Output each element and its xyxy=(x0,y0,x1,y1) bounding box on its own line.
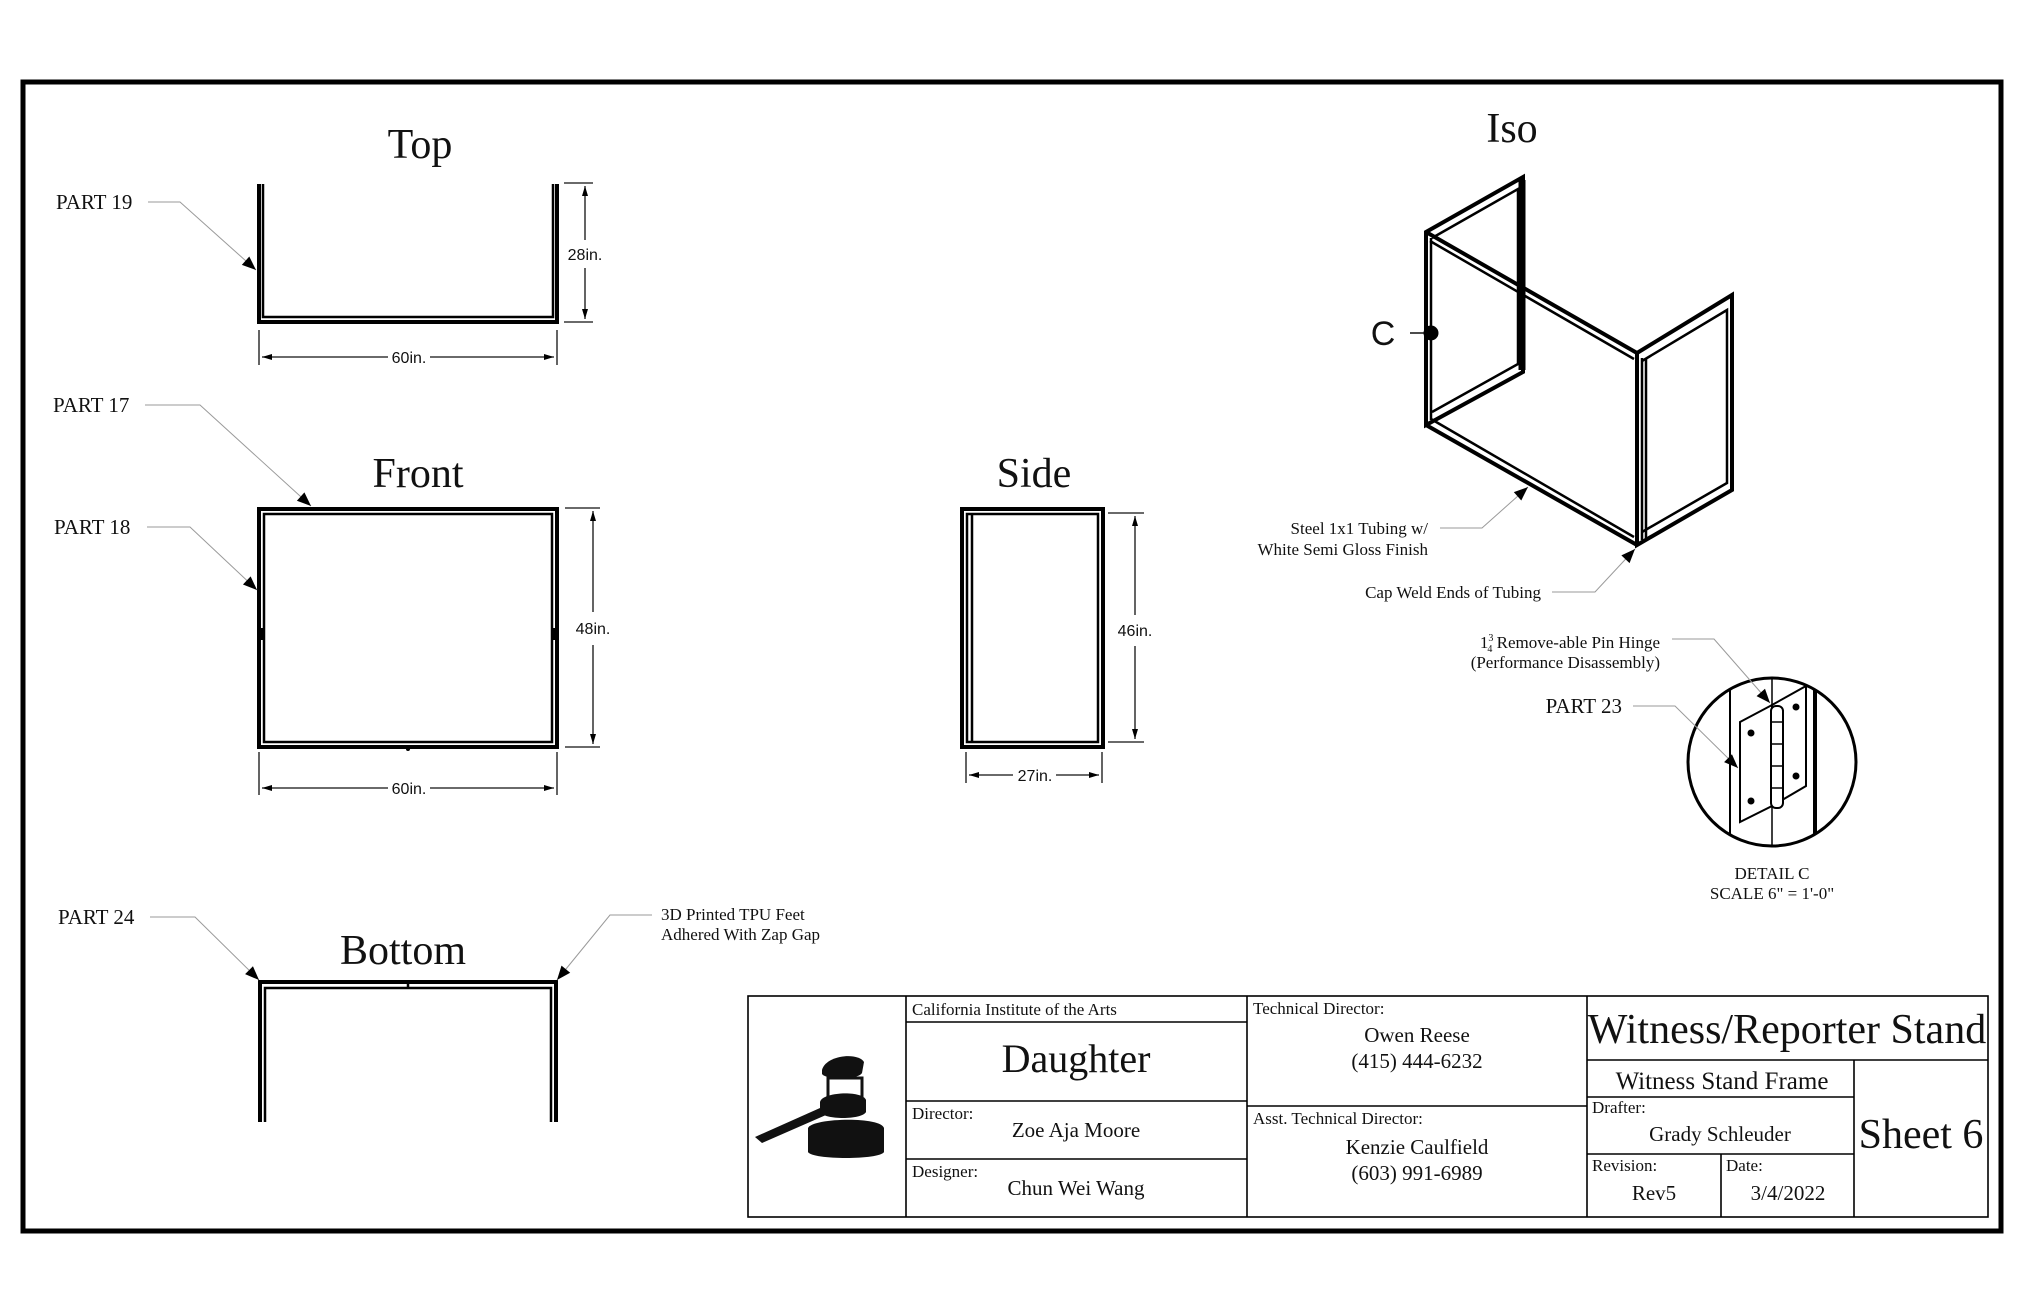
side-width-label: 27in. xyxy=(1018,768,1053,785)
detail-c-marker: C xyxy=(1371,315,1439,353)
top-view-frame xyxy=(257,184,559,324)
part19-callout: PART 19 xyxy=(56,190,257,271)
revision-value: Rev5 xyxy=(1632,1181,1676,1205)
iso-frame xyxy=(1424,173,1734,549)
bottom-view-title: Bottom xyxy=(340,928,466,974)
front-view: Front 60in. 48in. PART 17 PART 18 xyxy=(53,393,610,798)
feet-note-line1: 3D Printed TPU Feet xyxy=(661,905,805,924)
technical-director-name: Owen Reese xyxy=(1364,1023,1470,1047)
production-title: Daughter xyxy=(1002,1036,1151,1081)
detail-c-marker-label: C xyxy=(1371,315,1396,353)
front-width-label: 60in. xyxy=(392,781,427,798)
top-view: Top 60in. 28in. PART 19 xyxy=(56,122,602,367)
director-label: Director: xyxy=(912,1104,973,1123)
part23-callout: PART 23 xyxy=(1546,694,1739,769)
cap-weld-callout: Cap Weld Ends of Tubing xyxy=(1365,548,1636,602)
top-view-title: Top xyxy=(388,122,453,168)
drafter-name: Grady Schleuder xyxy=(1649,1122,1791,1146)
front-height-label: 48in. xyxy=(576,621,611,638)
tubing-note-line2: White Semi Gloss Finish xyxy=(1258,540,1429,559)
feet-callout: 3D Printed TPU Feet Adhered With Zap Gap xyxy=(556,905,820,981)
institution: California Institute of the Arts xyxy=(912,1000,1117,1019)
part17-callout: PART 17 xyxy=(53,393,312,507)
cap-weld-note: Cap Weld Ends of Tubing xyxy=(1365,583,1541,602)
part17-label: PART 17 xyxy=(53,393,129,417)
iso-view: Iso C Steel 1x1 Tubing w/ White Semi G xyxy=(1258,106,1734,602)
part24-label: PART 24 xyxy=(58,905,135,929)
bottom-view: Bottom PART 24 3D Printed TPU Feet Adher… xyxy=(58,905,820,1122)
side-view: Side 27in. 46in. xyxy=(960,451,1153,785)
revision-label: Revision: xyxy=(1592,1156,1657,1175)
sheet-number: Sheet 6 xyxy=(1859,1112,1984,1158)
feet-note-line2: Adhered With Zap Gap xyxy=(661,925,820,944)
side-height-label: 46in. xyxy=(1118,623,1153,640)
sheet-border xyxy=(20,79,2004,1234)
director-name: Zoe Aja Moore xyxy=(1012,1118,1140,1142)
side-view-frame xyxy=(960,507,1105,749)
side-width-dimension: 27in. xyxy=(965,752,1103,785)
top-width-label: 60in. xyxy=(392,350,427,367)
front-height-dimension: 48in. xyxy=(565,507,611,748)
tubing-callout: Steel 1x1 Tubing w/ White Semi Gloss Fin… xyxy=(1258,486,1529,559)
top-width-dimension: 60in. xyxy=(258,330,558,367)
part18-label: PART 18 xyxy=(54,515,130,539)
side-height-dimension: 46in. xyxy=(1108,512,1153,743)
date-label: Date: xyxy=(1726,1156,1763,1175)
detail-c-title: DETAIL C xyxy=(1735,864,1810,883)
title-block: California Institute of the Arts Daughte… xyxy=(747,995,1989,1218)
tubing-note-line1: Steel 1x1 Tubing w/ xyxy=(1291,519,1429,538)
hinge-note-line2: (Performance Disassembly) xyxy=(1471,653,1660,672)
bottom-view-frame xyxy=(258,980,558,1122)
technical-director-phone: (415) 444-6232 xyxy=(1351,1049,1482,1073)
drawing-title: Witness Stand Frame xyxy=(1616,1068,1829,1095)
asst-technical-director-label: Asst. Technical Director: xyxy=(1253,1109,1423,1128)
hinge-detail xyxy=(1729,678,1817,846)
detail-c-scale: SCALE 6" = 1'-0" xyxy=(1710,884,1834,903)
front-view-frame xyxy=(257,507,559,751)
front-view-title: Front xyxy=(372,451,463,497)
top-depth-dimension: 28in. xyxy=(564,182,603,323)
part24-callout: PART 24 xyxy=(58,905,260,981)
top-depth-label: 28in. xyxy=(568,247,603,264)
part18-callout: PART 18 xyxy=(54,515,258,591)
date-value: 3/4/2022 xyxy=(1751,1181,1826,1205)
side-view-title: Side xyxy=(997,451,1072,497)
drafter-label: Drafter: xyxy=(1592,1098,1646,1117)
asst-technical-director-name: Kenzie Caulfield xyxy=(1346,1135,1489,1159)
part23-label: PART 23 xyxy=(1546,694,1622,718)
designer-name: Chun Wei Wang xyxy=(1007,1176,1145,1200)
technical-director-label: Technical Director: xyxy=(1253,999,1384,1018)
designer-label: Designer: xyxy=(912,1162,978,1181)
iso-view-title: Iso xyxy=(1486,106,1537,152)
project-title: Witness/Reporter Stand xyxy=(1588,1007,1986,1053)
part19-label: PART 19 xyxy=(56,190,132,214)
front-width-dimension: 60in. xyxy=(258,752,558,798)
gavel-icon xyxy=(755,1056,884,1158)
asst-technical-director-phone: (603) 991-6989 xyxy=(1351,1161,1482,1185)
